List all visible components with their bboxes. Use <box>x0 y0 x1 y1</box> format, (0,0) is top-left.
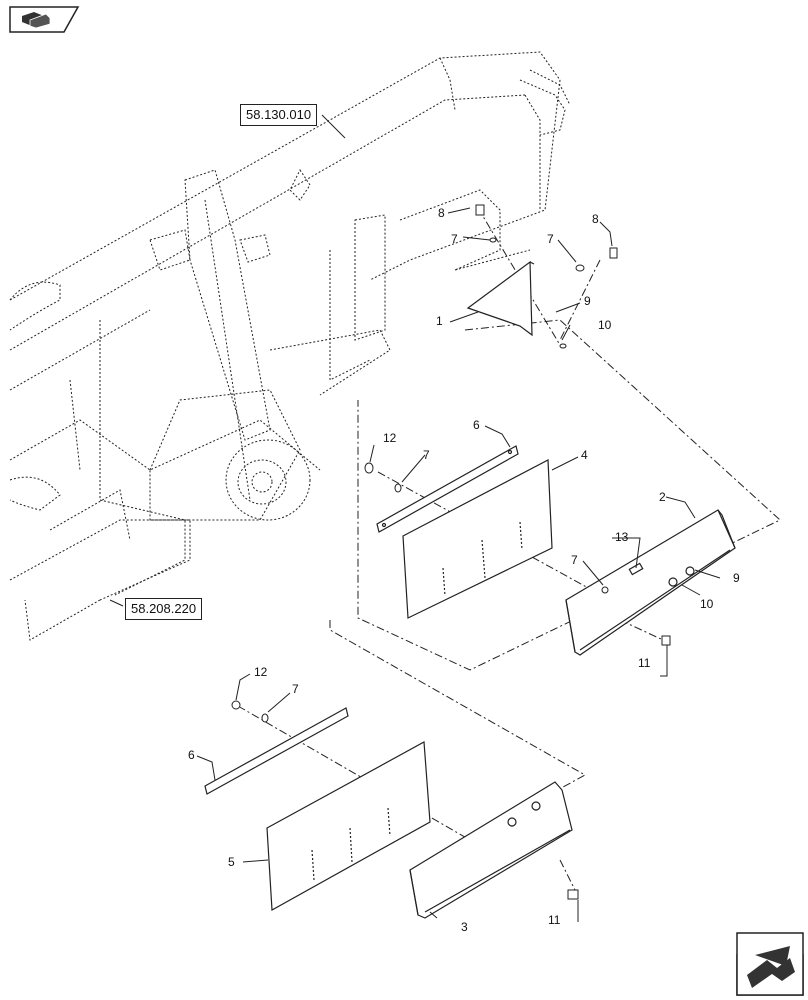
callout-1: 1 <box>436 314 443 328</box>
header-frame <box>9 51 571 641</box>
callout-6: 6 <box>188 748 195 762</box>
next-page-arrow-icon[interactable] <box>736 932 804 996</box>
callout-11: 11 <box>638 656 651 670</box>
part-2-shield <box>565 509 736 656</box>
nut-12b <box>231 700 241 710</box>
reference-box-lower[interactable]: 58.208.220 <box>125 598 203 620</box>
callout-8: 8 <box>592 212 599 226</box>
part-6-strap-upper <box>376 445 519 533</box>
page-flip-icon[interactable] <box>9 6 80 33</box>
washer-7d <box>601 586 609 594</box>
callout-9: 9 <box>733 571 740 585</box>
callout-7: 7 <box>423 448 430 462</box>
ref-leader-lower <box>109 599 124 607</box>
callout-7: 7 <box>292 682 299 696</box>
bolt-8b <box>609 247 618 259</box>
bolt-11b <box>567 889 579 900</box>
nut-12a <box>364 462 374 474</box>
bolt-8a <box>475 204 485 216</box>
callout-9: 9 <box>584 294 591 308</box>
part-1-bracket <box>466 260 535 337</box>
callout-12: 12 <box>254 665 268 679</box>
callout-10: 10 <box>598 318 612 332</box>
callout-10: 10 <box>700 597 714 611</box>
hardware <box>231 204 671 900</box>
nut-10a <box>559 343 567 349</box>
callout-5: 5 <box>228 855 235 869</box>
callout-7: 7 <box>547 232 554 246</box>
callout-2: 2 <box>659 490 666 504</box>
part-3-shield <box>409 781 573 919</box>
callout-4: 4 <box>581 448 588 462</box>
callout-6: 6 <box>473 418 480 432</box>
part-6-strap-lower <box>204 707 349 795</box>
bolt-11a <box>661 635 671 646</box>
callout-11: 11 <box>548 913 561 927</box>
reference-box-upper[interactable]: 58.130.010 <box>240 104 318 126</box>
part-5-panel <box>266 741 431 911</box>
callout-7: 7 <box>451 232 458 246</box>
callout-leaders <box>196 207 721 922</box>
washer-7b <box>575 264 585 272</box>
part-4-panel <box>402 459 553 619</box>
callout-12: 12 <box>383 431 397 445</box>
callout-7: 7 <box>571 553 578 567</box>
washer-7a <box>489 237 497 243</box>
washer-7c <box>394 483 402 493</box>
callout-3: 3 <box>461 920 468 934</box>
washer-7e <box>261 713 269 723</box>
callout-13: 13 <box>615 530 629 544</box>
ref-leader-upper <box>321 114 346 139</box>
callout-8: 8 <box>438 206 445 220</box>
